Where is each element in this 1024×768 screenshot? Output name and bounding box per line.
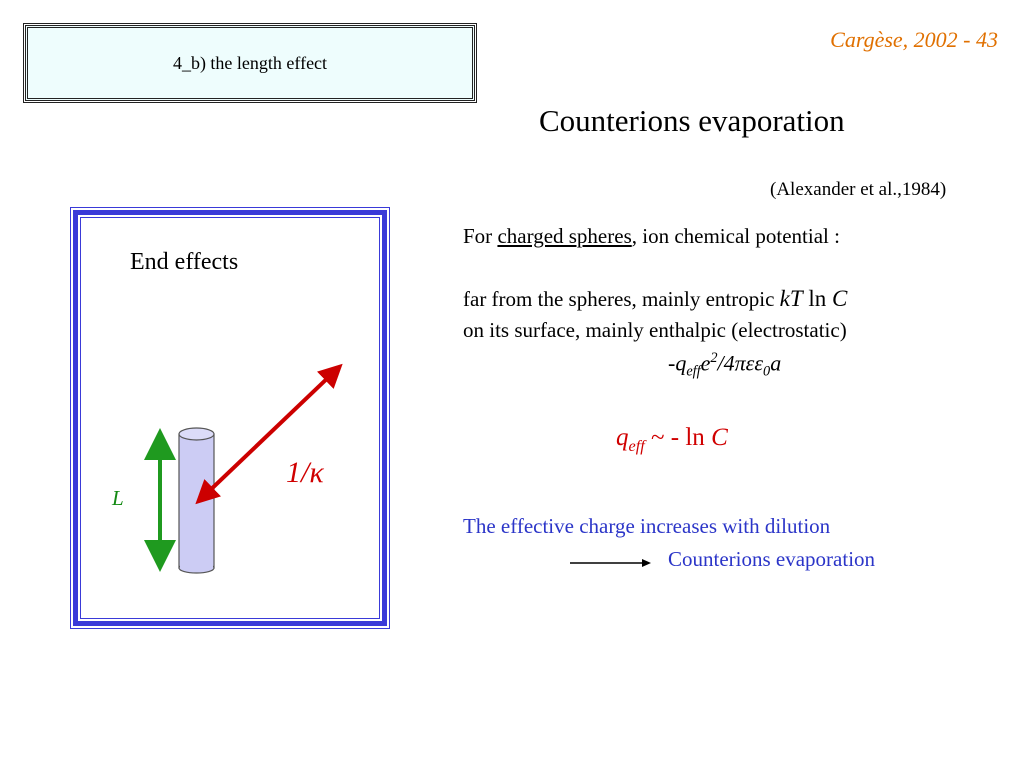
energy-formula: -qeffe2/4πεε0a bbox=[668, 350, 781, 381]
squared-superscript: 2 bbox=[710, 350, 718, 366]
dilution-statement: The effective charge increases with dilu… bbox=[463, 514, 831, 538]
citation: (Alexander et al.,1984) bbox=[770, 179, 947, 200]
qeff-ln: ln bbox=[685, 424, 712, 451]
far-text: far from the spheres, mainly entropic bbox=[463, 287, 780, 311]
length-label: L bbox=[112, 486, 124, 510]
debye-length-label: 1/κ bbox=[286, 456, 324, 489]
ln-symbol: ln bbox=[802, 286, 833, 311]
figure-frame bbox=[70, 207, 390, 629]
far-line: far from the spheres, mainly entropic kT… bbox=[463, 286, 847, 312]
e-symbol: e bbox=[700, 350, 711, 376]
slide-reference: Cargèse, 2002 - 43 bbox=[830, 27, 998, 52]
minus-sign: - bbox=[668, 350, 676, 376]
right-arrow-icon bbox=[570, 559, 651, 567]
end-effects-label: End effects bbox=[130, 249, 239, 275]
qeff-C: C bbox=[711, 424, 728, 451]
qeff-relation: ~ - bbox=[644, 424, 686, 451]
C-symbol: C bbox=[832, 286, 848, 311]
spheres-suffix: , ion chemical potential : bbox=[631, 224, 840, 248]
zero-subscript: 0 bbox=[763, 363, 771, 380]
q-symbol: q bbox=[675, 350, 687, 376]
section-title: 4_b) the length effect bbox=[172, 52, 328, 73]
qeff-q: q bbox=[616, 424, 629, 451]
spheres-line: For charged spheres, ion chemical potent… bbox=[463, 224, 840, 249]
charged-spheres-text: charged spheres bbox=[497, 224, 632, 248]
slide-title: Counterions evaporation bbox=[539, 103, 845, 138]
qeff-subscript: eff bbox=[628, 437, 645, 455]
qeff-formula: qeff ~ - ln C bbox=[616, 424, 728, 456]
section-title-box: 4_b) the length effect bbox=[23, 23, 477, 103]
a-symbol: a bbox=[770, 350, 782, 376]
spheres-prefix: For bbox=[463, 224, 498, 248]
eff-subscript: eff bbox=[686, 363, 701, 380]
kT-symbol: kT bbox=[779, 286, 803, 311]
surface-line: on its surface, mainly enthalpic (electr… bbox=[463, 318, 847, 342]
evaporation-conclusion: Counterions evaporation bbox=[668, 547, 876, 571]
denominator-symbol: /4πεε bbox=[717, 350, 764, 376]
